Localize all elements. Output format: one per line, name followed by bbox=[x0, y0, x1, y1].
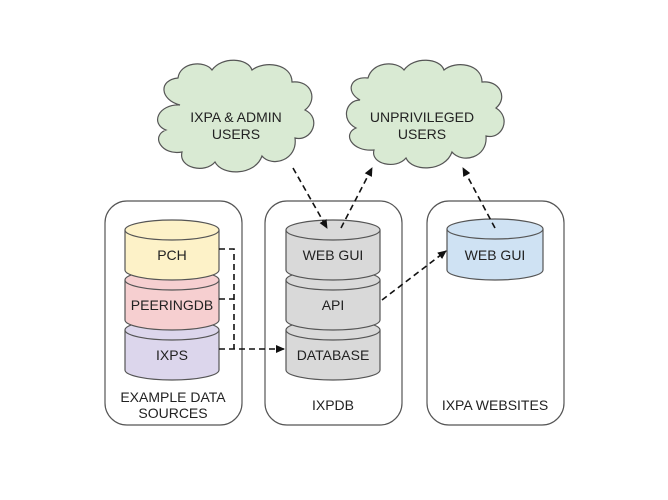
arrow-websites-to-unprivileged bbox=[462, 167, 496, 229]
cloud-label-line-2: USERS bbox=[212, 126, 260, 142]
arrow-api-to-websites bbox=[381, 250, 447, 301]
cylinder-label: PEERINGDB bbox=[131, 297, 213, 313]
cylinder-label: IXPS bbox=[156, 347, 188, 363]
group-example-data-sources bbox=[104, 200, 243, 426]
arrow-admin-to-webgui bbox=[292, 167, 328, 229]
cloud-ixpa-admin-users: IXPA & ADMIN USERS bbox=[157, 59, 315, 173]
bracket-data-sources bbox=[219, 248, 235, 349]
cylinder-web-gui: WEB GUI bbox=[285, 219, 381, 281]
cylinder-websites-web-gui: WEB GUI bbox=[446, 218, 544, 281]
cloud-shape bbox=[157, 59, 315, 173]
group-ixpa-websites bbox=[426, 200, 565, 426]
cloud-label-line-1: UNPRIVILEGED bbox=[370, 109, 474, 125]
cylinder-stack-ixpdb: DATABASE API WEB GUI bbox=[285, 219, 381, 381]
cylinder-label: API bbox=[322, 297, 345, 313]
cylinder-label: WEB GUI bbox=[303, 247, 364, 263]
group-label-line-2: SOURCES bbox=[138, 405, 207, 421]
cylinder-label: DATABASE bbox=[297, 347, 370, 363]
group-label: IXPDB bbox=[312, 397, 354, 413]
cloud-shape bbox=[345, 59, 505, 169]
group-label-line-1: EXAMPLE DATA bbox=[120, 389, 226, 405]
group-label: IXPA WEBSITES bbox=[442, 397, 548, 413]
cylinder-label: PCH bbox=[157, 247, 187, 263]
cylinder-label: WEB GUI bbox=[465, 247, 526, 263]
group-ixpdb bbox=[264, 200, 403, 426]
cloud-label-line-1: IXPA & ADMIN bbox=[190, 109, 282, 125]
arrow-webgui-to-unprivileged bbox=[340, 167, 373, 229]
cylinder-stack-sources: IXPS PEERINGDB PCH bbox=[124, 219, 220, 381]
cloud-label-line-2: USERS bbox=[398, 126, 446, 142]
cylinder-pch: PCH bbox=[124, 219, 220, 281]
cloud-unprivileged-users: UNPRIVILEGED USERS bbox=[345, 59, 505, 169]
